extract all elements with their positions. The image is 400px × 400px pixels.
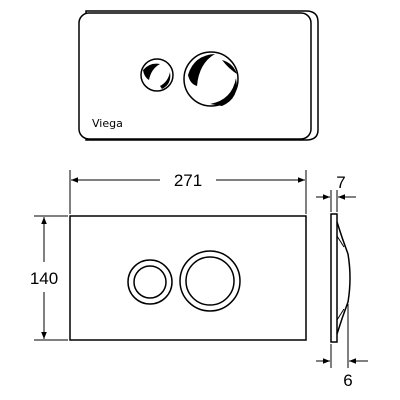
plate-side-outline	[330, 213, 338, 343]
plate-perspective-view: Viega	[78, 10, 319, 141]
depth-top-dimension-label: 7	[336, 173, 345, 192]
large-flush-button-front	[179, 250, 241, 312]
small-flush-button-front	[127, 259, 173, 305]
height-dimension-label: 140	[30, 269, 58, 288]
plate-front-outline	[69, 215, 307, 341]
button-side-profile	[336, 221, 351, 335]
brand-logo-text: Viega	[92, 117, 123, 130]
small-flush-button-perspective	[140, 58, 174, 92]
depth-bottom-dimension: 6	[316, 304, 368, 390]
plate-front-view	[69, 215, 307, 341]
large-flush-button-perspective	[183, 51, 239, 107]
depth-bottom-dimension-label: 6	[343, 371, 352, 390]
width-dimension-label: 271	[174, 171, 202, 190]
plate-side-view	[330, 213, 351, 343]
height-dimension: 140	[30, 215, 68, 341]
depth-top-dimension: 7	[316, 173, 356, 212]
width-dimension: 271	[69, 170, 307, 214]
